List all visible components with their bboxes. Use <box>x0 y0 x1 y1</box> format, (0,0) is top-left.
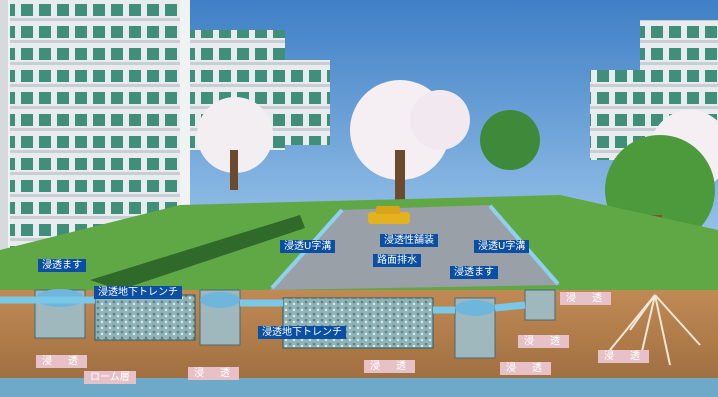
label-u-ditch-right: 浸透U字溝 <box>474 240 530 253</box>
label-loam-layer: ローム層 <box>84 371 136 384</box>
label-infiltration-1: 浸 透 <box>560 292 611 305</box>
label-infiltration-5: 浸 透 <box>188 367 239 380</box>
label-u-ditch-left: 浸透U字溝 <box>280 240 336 253</box>
label-infiltration-4: 浸 透 <box>36 355 87 368</box>
label-underground-trench-left: 浸透地下トレンチ <box>94 286 182 299</box>
drainage-pipes <box>0 296 526 314</box>
label-infiltration-3: 浸 透 <box>598 350 649 363</box>
hedge <box>90 215 305 290</box>
underground-trench-left <box>94 294 196 341</box>
underground-trench-center <box>282 297 434 349</box>
infiltration-pits <box>34 289 556 359</box>
tree-roots <box>609 294 701 366</box>
label-infiltration-pit-right: 浸透ます <box>450 266 498 279</box>
apartment-building-left <box>0 0 190 265</box>
trees <box>197 80 718 295</box>
label-infiltration-7: 浸 透 <box>500 362 551 375</box>
groundwater <box>0 378 718 397</box>
label-underground-trench-center: 浸透地下トレンチ <box>258 326 346 339</box>
label-road-drainage: 路面排水 <box>373 254 421 267</box>
label-infiltration-pit-left: 浸透ます <box>38 259 86 272</box>
label-infiltration-2: 浸 透 <box>518 335 569 348</box>
label-infiltration-6: 浸 透 <box>364 360 415 373</box>
car <box>368 206 410 224</box>
label-permeable-pavement: 浸透性舗装 <box>380 234 438 247</box>
